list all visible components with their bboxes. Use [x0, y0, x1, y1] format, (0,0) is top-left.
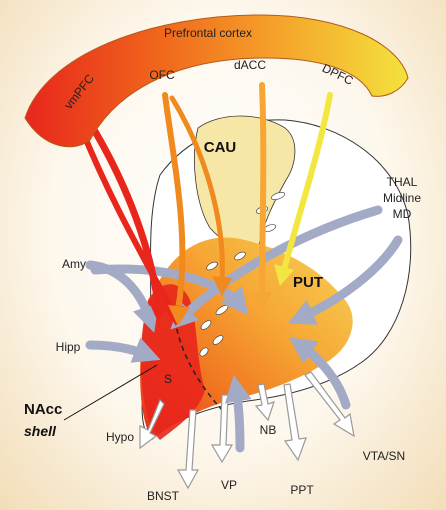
- label-midline: Midline: [383, 191, 421, 205]
- cortex-title: Prefrontal cortex: [164, 26, 252, 40]
- label-amy: Amy: [62, 257, 86, 271]
- label-hipp: Hipp: [56, 340, 81, 354]
- label-caudate: CAU: [204, 139, 237, 156]
- label-md: MD: [393, 207, 412, 221]
- label-nacc: NAcc: [24, 401, 62, 418]
- label-ppt: PPT: [290, 483, 314, 497]
- label-vta-sn: VTA/SN: [363, 449, 405, 463]
- label-bnst: BNST: [147, 489, 180, 503]
- label-dacc: dACC: [234, 58, 266, 72]
- label-thal: THAL: [387, 175, 418, 189]
- label-shell-s: S: [164, 372, 172, 386]
- label-vp: VP: [221, 478, 237, 492]
- label-ofc: OFC: [149, 68, 175, 82]
- label-hypo: Hypo: [106, 430, 134, 444]
- label-nb: NB: [260, 423, 277, 437]
- label-putamen: PUT: [293, 274, 323, 291]
- label-shell: shell: [24, 423, 57, 439]
